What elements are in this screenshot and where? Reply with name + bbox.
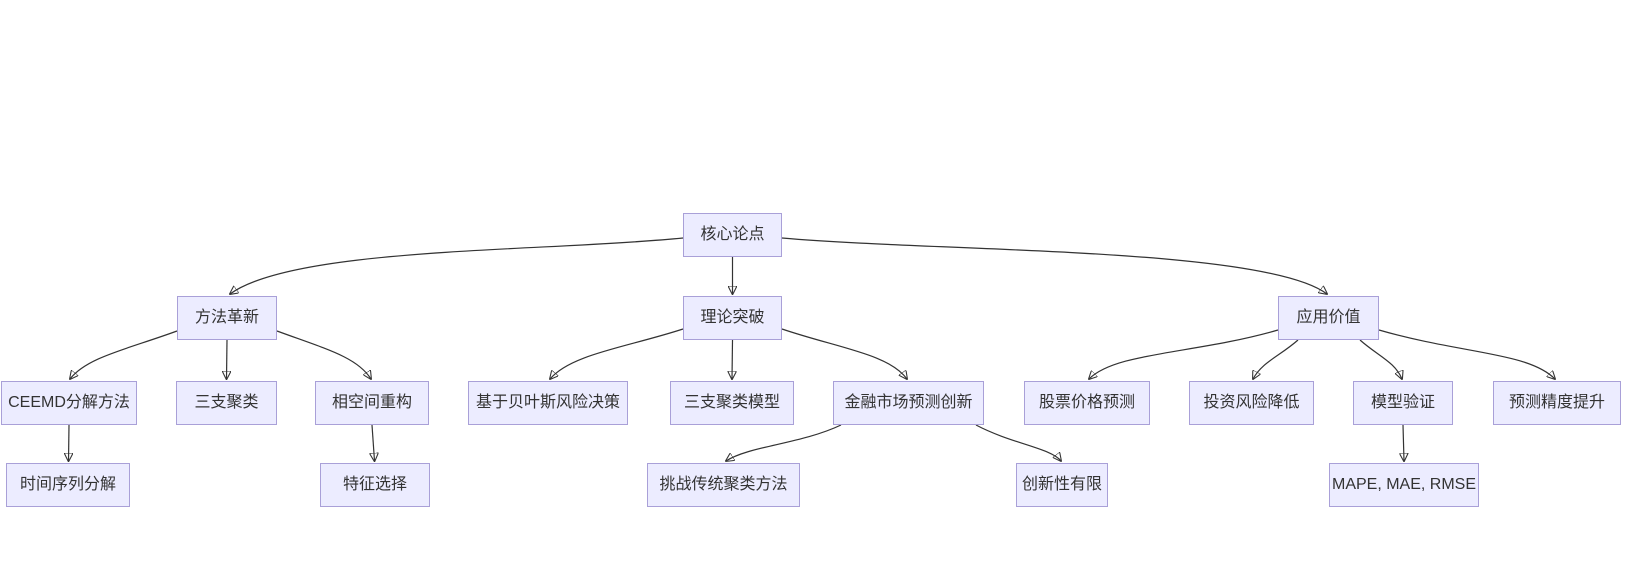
node-prediction-accuracy-label: 预测精度提升 bbox=[1508, 394, 1605, 411]
edge-theory-breakthrough-to-financial-market-prediction bbox=[781, 328, 907, 379]
node-feature-selection-label: 特征选择 bbox=[342, 476, 407, 493]
node-application-value: 应用价值 bbox=[1278, 296, 1379, 340]
edge-phase-space-reconstruction-to-feature-selection bbox=[372, 424, 375, 461]
edge-model-validation-to-metrics bbox=[1403, 424, 1404, 461]
node-application-value-label: 应用价值 bbox=[1296, 309, 1361, 326]
node-stock-price-prediction: 股票价格预测 bbox=[1024, 381, 1150, 425]
edge-theory-breakthrough-to-three-way-clustering-model bbox=[732, 339, 733, 379]
node-prediction-accuracy: 预测精度提升 bbox=[1493, 381, 1621, 425]
node-three-way-clustering: 三支聚类 bbox=[176, 381, 277, 425]
node-challenge-traditional-clustering: 挑战传统聚类方法 bbox=[647, 463, 800, 507]
node-method-innovation: 方法革新 bbox=[177, 296, 277, 340]
node-three-way-clustering-model-label: 三支聚类模型 bbox=[683, 394, 780, 411]
node-model-validation: 模型验证 bbox=[1353, 381, 1453, 425]
node-phase-space-reconstruction: 相空间重构 bbox=[315, 381, 429, 425]
edge-method-innovation-to-three-way-clustering bbox=[227, 339, 228, 379]
node-stock-price-prediction-label: 股票价格预测 bbox=[1038, 394, 1135, 411]
node-metrics-label: MAPE, MAE, RMSE bbox=[1331, 476, 1477, 493]
node-theory-breakthrough: 理论突破 bbox=[683, 296, 782, 340]
node-core-thesis: 核心论点 bbox=[683, 213, 782, 257]
node-metrics: MAPE, MAE, RMSE bbox=[1329, 463, 1479, 507]
node-time-series-decomposition: 时间序列分解 bbox=[6, 463, 130, 507]
node-limited-innovation-label: 创新性有限 bbox=[1021, 476, 1102, 493]
node-ceemd-decomposition: CEEMD分解方法 bbox=[1, 381, 137, 425]
edge-application-value-to-prediction-accuracy bbox=[1378, 329, 1555, 379]
node-investment-risk-reduction-label: 投资风险降低 bbox=[1203, 394, 1300, 411]
node-financial-market-prediction-label: 金融市场预测创新 bbox=[844, 394, 973, 411]
node-feature-selection: 特征选择 bbox=[320, 463, 430, 507]
node-financial-market-prediction: 金融市场预测创新 bbox=[833, 381, 984, 425]
edge-application-value-to-investment-risk-reduction bbox=[1253, 339, 1299, 379]
edge-theory-breakthrough-to-bayes-risk-decision bbox=[550, 328, 684, 379]
node-core-thesis-label: 核心论点 bbox=[700, 226, 765, 243]
edge-method-innovation-to-ceemd-decomposition bbox=[70, 330, 178, 379]
node-investment-risk-reduction: 投资风险降低 bbox=[1189, 381, 1314, 425]
edge-application-value-to-model-validation bbox=[1359, 339, 1402, 379]
node-challenge-traditional-clustering-label: 挑战传统聚类方法 bbox=[659, 476, 788, 493]
node-bayes-risk-decision: 基于贝叶斯风险决策 bbox=[468, 381, 628, 425]
edge-core-thesis-to-method-innovation bbox=[230, 237, 684, 294]
node-method-innovation-label: 方法革新 bbox=[194, 309, 259, 326]
node-phase-space-reconstruction-label: 相空间重构 bbox=[331, 394, 412, 411]
edge-ceemd-decomposition-to-time-series-decomposition bbox=[69, 424, 70, 461]
node-model-validation-label: 模型验证 bbox=[1370, 394, 1435, 411]
node-limited-innovation: 创新性有限 bbox=[1016, 463, 1108, 507]
node-three-way-clustering-model: 三支聚类模型 bbox=[670, 381, 794, 425]
node-time-series-decomposition-label: 时间序列分解 bbox=[19, 476, 116, 493]
edge-application-value-to-stock-price-prediction bbox=[1089, 329, 1279, 379]
edge-financial-market-prediction-to-limited-innovation bbox=[975, 424, 1061, 461]
edge-financial-market-prediction-to-challenge-traditional-clustering bbox=[726, 424, 842, 461]
node-three-way-clustering-label: 三支聚类 bbox=[194, 394, 259, 411]
edge-method-innovation-to-phase-space-reconstruction bbox=[276, 330, 371, 379]
node-ceemd-decomposition-label: CEEMD分解方法 bbox=[8, 394, 130, 411]
node-bayes-risk-decision-label: 基于贝叶斯风险决策 bbox=[475, 394, 620, 411]
edge-core-thesis-to-application-value bbox=[781, 237, 1327, 294]
node-theory-breakthrough-label: 理论突破 bbox=[700, 309, 765, 326]
